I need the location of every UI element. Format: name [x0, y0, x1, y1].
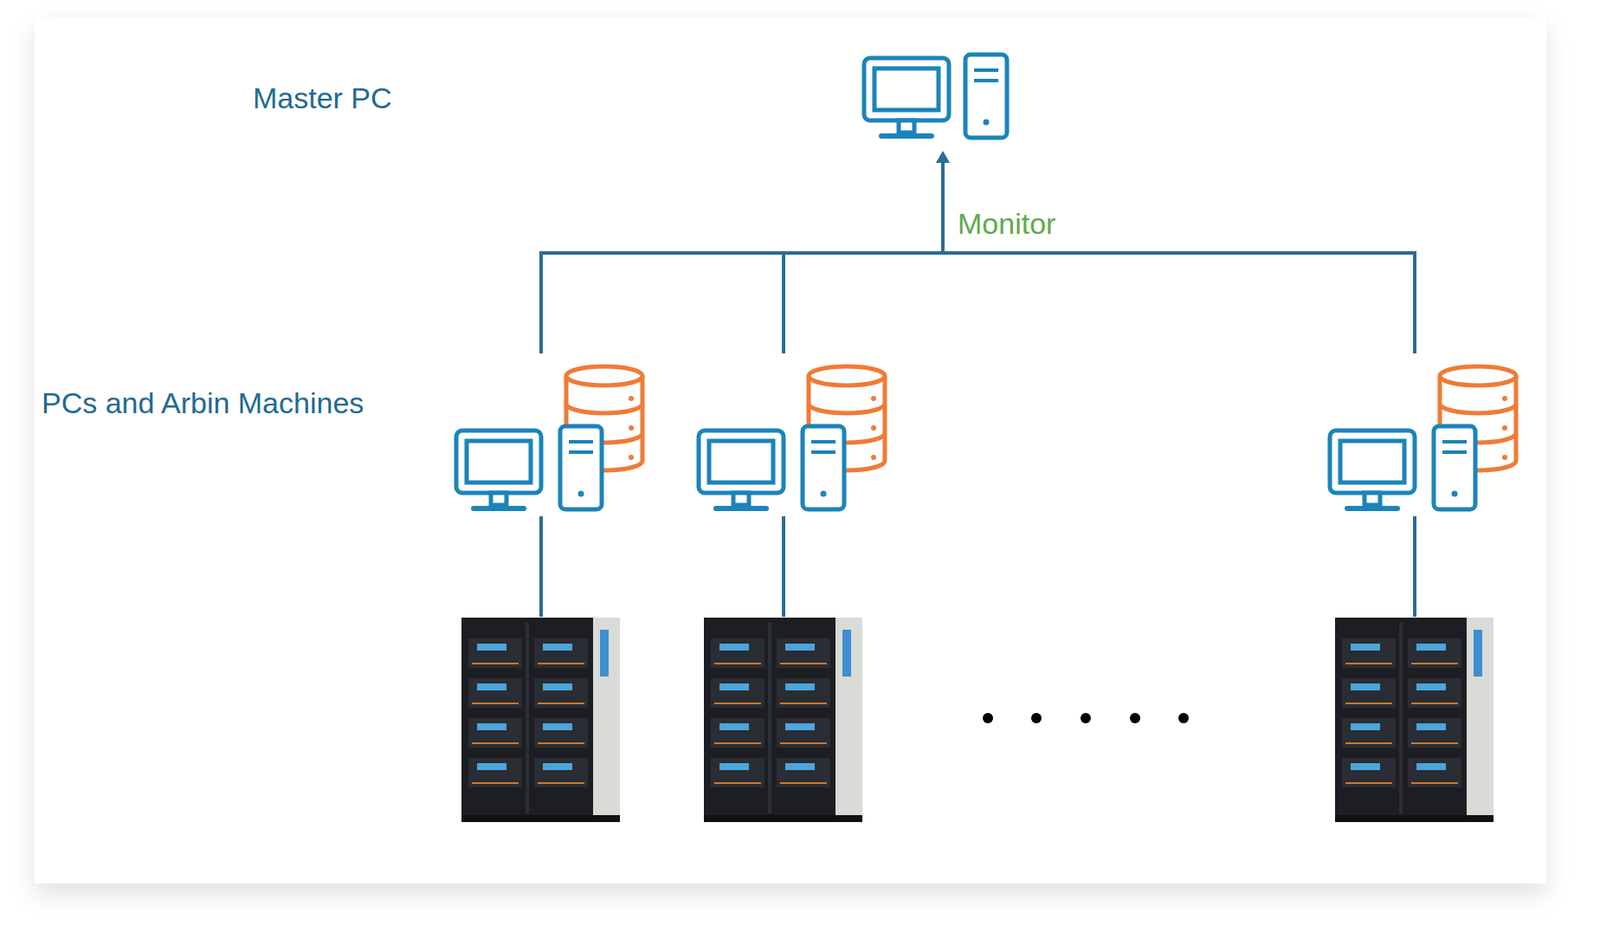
- station-tower: [560, 425, 602, 510]
- row-label: Master PC: [252, 80, 393, 117]
- station-tower: [802, 425, 845, 510]
- arbin-machine: [703, 617, 863, 822]
- card: [34, 17, 1547, 884]
- arrow-head: [935, 150, 950, 163]
- station-tower: [1433, 425, 1476, 510]
- station-monitor: [1329, 430, 1415, 509]
- ellipsis-dots: [982, 712, 1189, 723]
- edge-label: Monitor: [957, 206, 1056, 242]
- station-monitor: [698, 430, 784, 509]
- row-label: PCs and Arbin Machines: [41, 385, 364, 421]
- master-tower: [965, 54, 1007, 138]
- network-lines: [539, 161, 1417, 617]
- master-monitor: [864, 58, 949, 136]
- arbin-machine: [461, 617, 620, 822]
- arbin-machine: [1335, 617, 1494, 822]
- station-monitor: [456, 430, 542, 509]
